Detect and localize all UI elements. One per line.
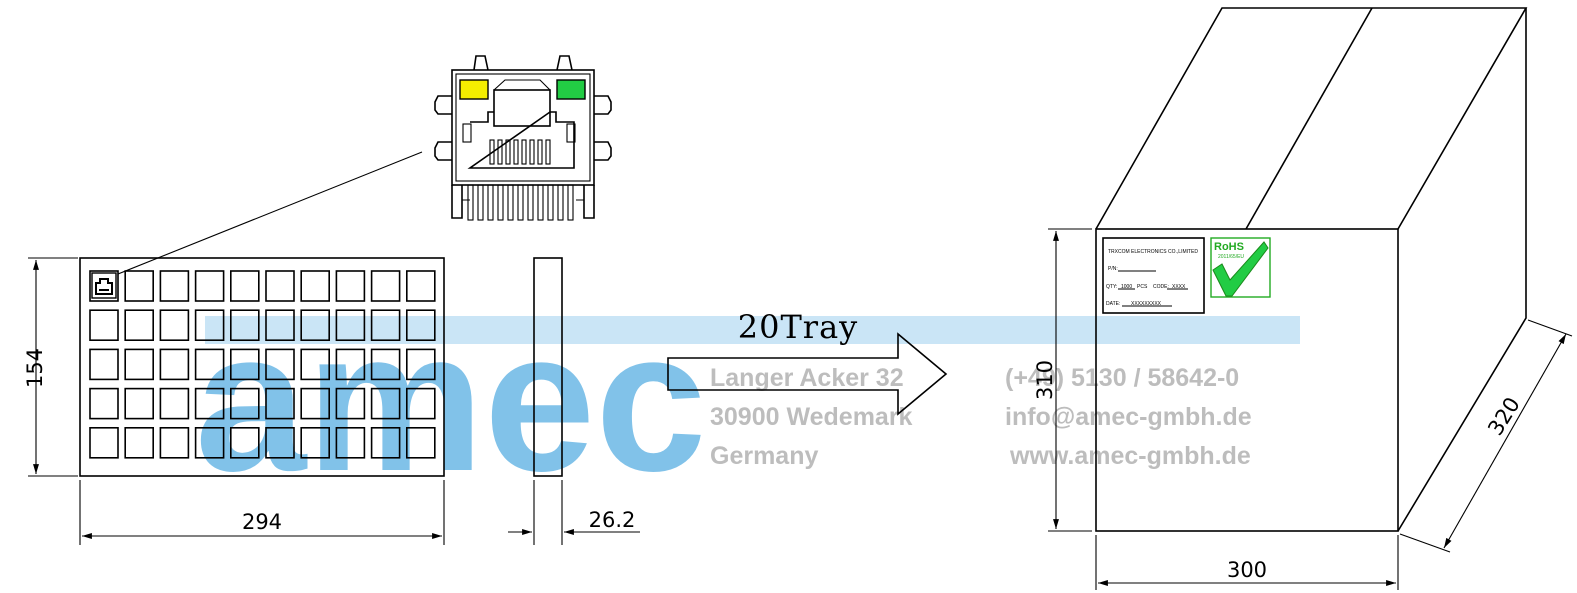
tray-cell	[335, 426, 366, 459]
tray-cell	[89, 426, 119, 459]
led-yellow	[459, 79, 489, 100]
tray-cell	[265, 270, 295, 302]
tray-cell	[335, 348, 366, 381]
tray-cell	[265, 426, 295, 459]
tray-cell	[89, 270, 119, 302]
tray-cell	[194, 270, 225, 302]
label-qty-unit: PCS	[1137, 284, 1148, 290]
box-depth-dimension: 320	[1399, 319, 1573, 553]
tray-width-dimension: 294	[79, 480, 445, 545]
tray-cell	[300, 426, 331, 459]
label-code-value: XXXX	[1172, 284, 1186, 290]
rohs-check-icon	[1212, 241, 1269, 297]
tray-cell	[89, 309, 119, 342]
rohs-subtitle: 2011/65/EU	[1218, 254, 1244, 260]
label-pn: P/N:	[1108, 266, 1118, 272]
tray-cell	[300, 309, 331, 342]
tray-cell	[300, 387, 331, 420]
detail-leader-line	[117, 151, 423, 275]
tray-cell	[265, 348, 295, 381]
tray-cell	[159, 348, 190, 381]
tray-cell	[89, 348, 119, 381]
tray-cell	[335, 270, 366, 302]
box-width-dimension: 300	[1095, 535, 1399, 590]
tray-cell	[405, 309, 436, 342]
tray-height-dimension: 154	[23, 257, 78, 477]
watermark-address-2: 30900 Wedemark	[710, 403, 913, 431]
box-height-dimension: 310	[1033, 228, 1092, 532]
watermark-phone: (+49) 5130 / 58642-0	[1005, 364, 1239, 392]
tray-cell	[265, 387, 295, 420]
tray-cell	[300, 348, 331, 381]
tray-cell	[89, 387, 119, 420]
tray-cell	[335, 387, 366, 420]
led-green	[556, 79, 586, 100]
tray-cell	[194, 309, 225, 342]
tray-cell	[194, 387, 225, 420]
watermark-address-1: Langer Acker 32	[710, 364, 904, 392]
tray-cell	[194, 426, 225, 459]
tray-cell	[124, 309, 154, 342]
label-company: TRXCOM ELECTRONICS CO.,LIMITED	[1108, 249, 1198, 255]
tray-cell	[405, 387, 436, 420]
tray-cell	[230, 309, 260, 342]
tray-cell	[405, 348, 436, 381]
carton-box	[1095, 7, 1528, 532]
watermark-web: www.amec-gmbh.de	[1009, 442, 1251, 470]
rohs-title: RoHS	[1214, 241, 1244, 253]
tray-cell	[230, 387, 260, 420]
label-date-value: XXXXXXXXX	[1131, 301, 1162, 307]
tray-cell	[300, 270, 331, 302]
tray-cell	[265, 309, 295, 342]
tray-cell	[335, 309, 366, 342]
tray-cell	[159, 387, 190, 420]
tray-cell	[370, 309, 401, 342]
tray-cells	[89, 270, 436, 459]
pack-arrow: 20Tray	[667, 308, 948, 416]
tray-side-view: 26.2	[508, 257, 640, 545]
watermark-email: info@amec-gmbh.de	[1005, 403, 1252, 431]
box-width-label: 300	[1227, 558, 1267, 582]
tray-cell	[370, 270, 401, 302]
tray-cell	[124, 270, 154, 302]
tray-cell	[370, 348, 401, 381]
tray-cell	[230, 426, 260, 459]
tray-cell	[230, 270, 260, 302]
tray-cell	[124, 426, 154, 459]
tray-cell	[370, 426, 401, 459]
tray-width-label: 294	[242, 510, 282, 534]
tray-cell	[124, 348, 154, 381]
tray-thickness-label: 26.2	[589, 508, 636, 532]
carton-label: TRXCOM ELECTRONICS CO.,LIMITED P/N: QTY:…	[1102, 237, 1205, 314]
tray-height-label: 154	[23, 348, 47, 388]
label-qty-value: 1000	[1121, 284, 1132, 290]
watermark-address-3: Germany	[710, 442, 818, 470]
rohs-mark: RoHS 2011/65/EU	[1210, 237, 1271, 298]
tray-cell	[159, 309, 190, 342]
tray-cell	[159, 270, 190, 302]
tray-cell	[405, 426, 436, 459]
tray-cell	[194, 348, 225, 381]
label-code: CODE:	[1153, 284, 1169, 290]
watermark-logo: amec	[195, 290, 707, 513]
label-qty: QTY:	[1106, 284, 1117, 290]
rj45-connector-front-view	[434, 55, 612, 221]
tray-cell	[370, 387, 401, 420]
watermark-band	[205, 316, 1300, 344]
box-height-label: 310	[1033, 360, 1057, 400]
tray-cell-connector-icon	[91, 272, 117, 299]
tray-cell	[124, 387, 154, 420]
tray-cell	[230, 348, 260, 381]
arrow-label: 20Tray	[738, 308, 859, 346]
tray-top-view	[79, 257, 445, 477]
tray-cell	[159, 426, 190, 459]
label-date: DATE:	[1106, 301, 1120, 307]
tray-cell	[405, 270, 436, 302]
